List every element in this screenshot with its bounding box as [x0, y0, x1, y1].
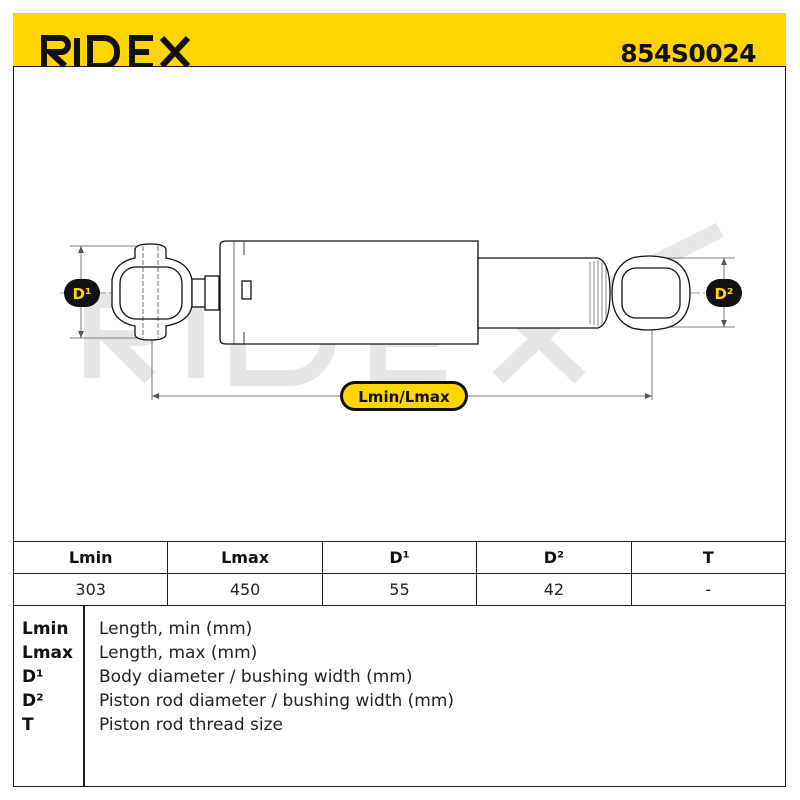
legend-key: D¹: [22, 667, 44, 687]
shock-absorber-drawing: D¹ D² Lmin/Lmax: [60, 222, 742, 411]
value-t: -: [630, 573, 787, 606]
header-bar: 854S0024: [13, 13, 786, 68]
legend-divider: [83, 606, 85, 787]
legend-text: Body diameter / bushing width (mm): [99, 667, 413, 687]
spec-header-row: Lmin Lmax D¹ D² T: [12, 541, 787, 574]
legend-text: Length, min (mm): [99, 619, 253, 639]
length-label: Lmin/Lmax: [340, 381, 468, 411]
legend-text: Piston rod thread size: [99, 715, 284, 735]
svg-text:D²: D²: [714, 285, 733, 303]
legend-text: Piston rod diameter / bushing width (mm): [99, 691, 455, 711]
header-d2: D²: [476, 541, 632, 574]
d2-label: D²: [706, 279, 742, 307]
spec-table: Lmin Lmax D¹ D² T 303 450 55 42 -: [12, 541, 787, 606]
d1-label: D¹: [64, 279, 100, 307]
legend-key: Lmax: [22, 643, 73, 663]
legend-key: Lmin: [22, 619, 69, 639]
header-t: T: [630, 541, 787, 574]
header-lmax: Lmax: [167, 541, 323, 574]
svg-text:Lmin/Lmax: Lmin/Lmax: [358, 388, 450, 406]
value-d1: 55: [321, 573, 478, 606]
header-d1: D¹: [321, 541, 478, 574]
ridex-logo: [41, 35, 191, 67]
legend: Lmin Length, min (mm) Lmax Length, max (…: [13, 606, 786, 787]
header-lmin: Lmin: [12, 541, 169, 574]
value-lmin: 303: [12, 573, 169, 606]
legend-text: Length, max (mm): [99, 643, 258, 663]
value-lmax: 450: [167, 573, 323, 606]
svg-text:D¹: D¹: [72, 285, 91, 303]
part-number: 854S0024: [620, 39, 756, 68]
value-d2: 42: [476, 573, 632, 606]
legend-key: D²: [22, 691, 44, 711]
spec-value-row: 303 450 55 42 -: [12, 573, 787, 606]
legend-key: T: [22, 715, 34, 735]
